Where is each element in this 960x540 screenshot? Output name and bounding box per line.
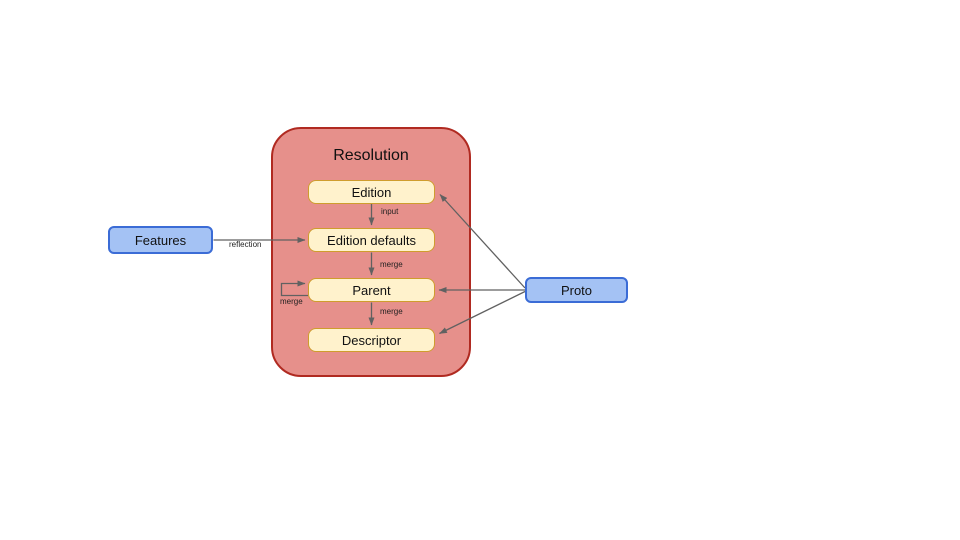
node-proto: Proto [525, 277, 628, 303]
node-descriptor: Descriptor [308, 328, 435, 352]
node-parent: Parent [308, 278, 435, 302]
node-features: Features [108, 226, 213, 254]
node-edition-defaults: Edition defaults [308, 228, 435, 252]
resolution-title: Resolution [333, 147, 409, 164]
edge-label-input: input [381, 207, 399, 216]
edge-label-reflection: reflection [229, 240, 262, 249]
node-edition: Edition [308, 180, 435, 204]
edge-label-merge-self-loop: merge [280, 297, 303, 306]
edge-label-merge-defaults-parent: merge [380, 260, 403, 269]
edge-label-merge-parent-descriptor: merge [380, 307, 403, 316]
